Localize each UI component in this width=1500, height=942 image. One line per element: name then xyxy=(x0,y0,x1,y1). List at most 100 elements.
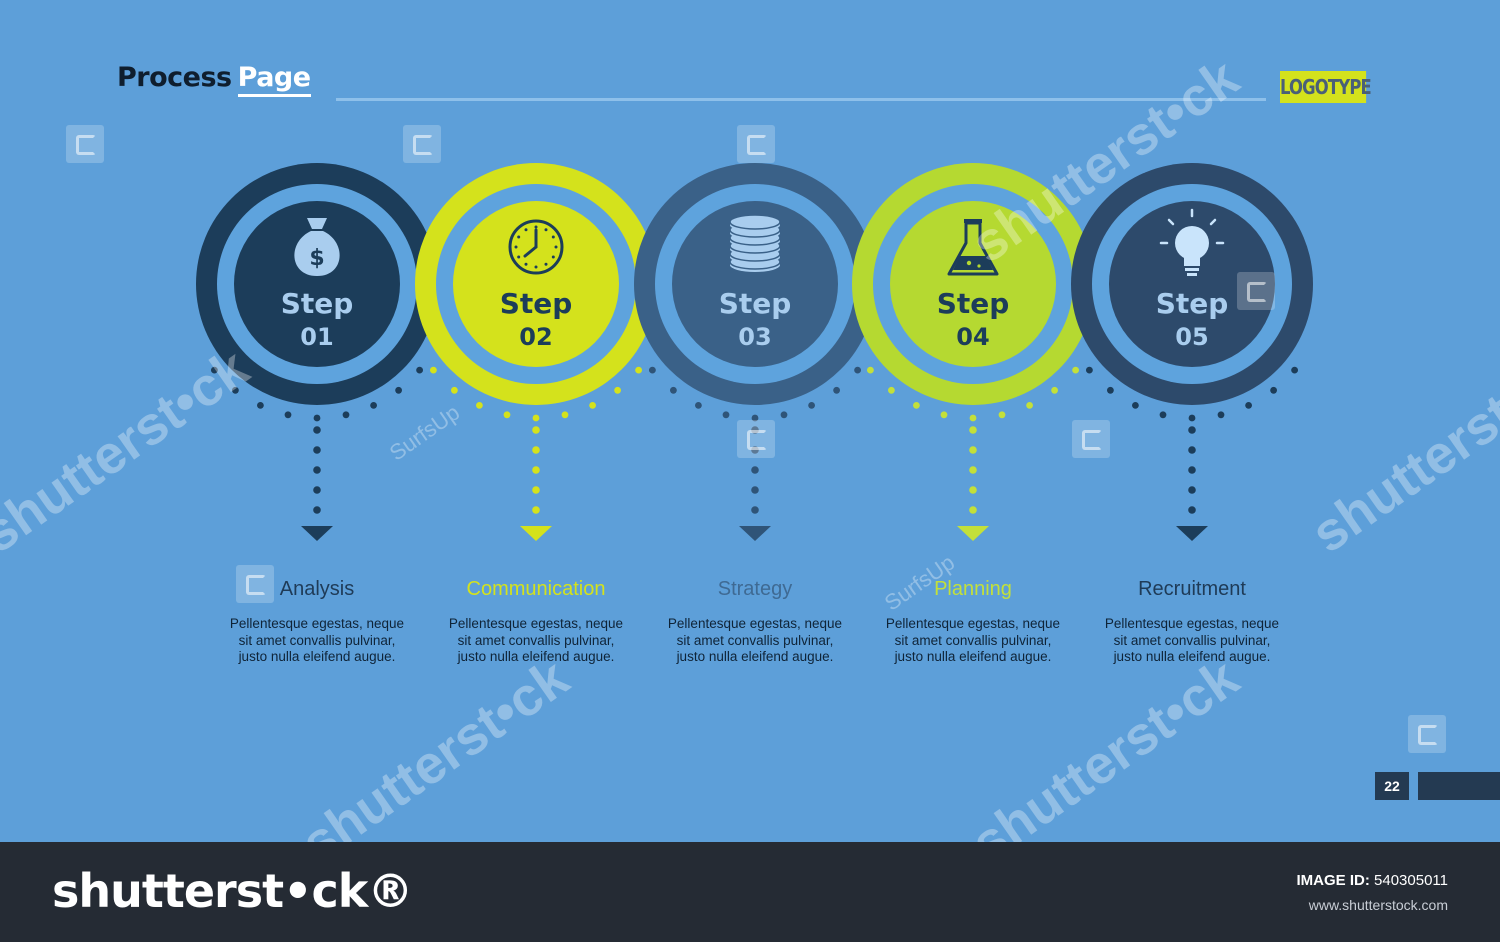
step-inner-disc xyxy=(1109,201,1275,367)
light-bulb-icon xyxy=(1159,208,1225,276)
step-number: 05 xyxy=(1175,323,1209,351)
page-footer-bar xyxy=(1418,772,1500,800)
connector-arrow xyxy=(520,526,552,541)
connector-arc-dot xyxy=(940,411,948,419)
connector-arc-dot xyxy=(1132,402,1139,409)
connector-arc-dot xyxy=(395,386,402,394)
connector-arrow xyxy=(957,526,989,541)
connector-arc-dot xyxy=(1086,366,1093,374)
connector-arc-dot xyxy=(969,414,977,422)
connector-arrow xyxy=(301,526,333,541)
connector-arc-dot xyxy=(780,411,788,419)
connector-arc-dot xyxy=(614,386,621,394)
connector-arc-dot xyxy=(451,386,458,394)
connector-arc-dot xyxy=(808,402,815,409)
step-inner-disc xyxy=(890,201,1056,367)
step-category: Planning xyxy=(934,578,1012,600)
connector-line-dot xyxy=(751,446,759,454)
connector-arc-dot xyxy=(913,402,920,409)
connector-arc-dot xyxy=(1270,386,1277,394)
step-label: Step xyxy=(718,287,792,320)
logotype: LOGOTYPE xyxy=(1280,71,1372,103)
connector-line-dot xyxy=(313,446,321,454)
step-inner-disc xyxy=(672,201,838,367)
connector-arc-dot xyxy=(635,366,642,374)
connector-line-dot xyxy=(969,426,977,434)
connector-arc-dot xyxy=(370,402,377,409)
connector-line-dot xyxy=(313,506,321,514)
connector-arc-dot xyxy=(416,366,423,374)
clock-icon xyxy=(508,219,564,275)
stock-footer: shutterst•ck® IMAGE ID: 540305011 www.sh… xyxy=(0,842,1500,942)
connector-arc-dot xyxy=(695,402,702,409)
connector-arc-dot xyxy=(232,386,239,394)
step-category: Strategy xyxy=(717,578,793,600)
step-label: Step xyxy=(499,287,573,320)
step-number: 04 xyxy=(956,323,990,351)
step-category: Communication xyxy=(466,578,606,600)
connector-arc-dot xyxy=(722,411,730,419)
step-label: Step xyxy=(1155,287,1229,320)
connector-arc-dot xyxy=(532,414,540,422)
connector-arc-dot xyxy=(284,411,292,419)
title-word-process: Process xyxy=(117,62,232,93)
connector-arrow xyxy=(739,526,771,541)
connector-arc-dot xyxy=(342,411,350,419)
step-number: 03 xyxy=(738,323,772,351)
connector-arc-dot xyxy=(1051,386,1058,394)
image-id-value: 540305011 xyxy=(1374,872,1448,889)
step-number: 02 xyxy=(519,323,553,351)
connector-arc-dot xyxy=(1107,386,1114,394)
connector-line-dot xyxy=(751,466,759,474)
connector-line-dot xyxy=(1188,506,1196,514)
connector-arc-dot xyxy=(1072,366,1079,374)
connector-arc-dot xyxy=(1217,411,1225,419)
step-label: Step xyxy=(280,287,354,320)
step-category: Recruitment xyxy=(1138,578,1246,600)
connector-arc-dot xyxy=(211,366,218,374)
connector-line-dot xyxy=(532,486,540,494)
connector-arc-dot xyxy=(867,366,874,374)
svg-text:$: $ xyxy=(309,246,324,271)
connector-line-dot xyxy=(313,486,321,494)
connector-line-dot xyxy=(969,486,977,494)
image-id-label: IMAGE ID: xyxy=(1296,872,1370,889)
page-number: 22 xyxy=(1375,772,1409,800)
step-description: Pellentesque egestas, neque sit amet con… xyxy=(885,616,1061,664)
footer-brand-logo: shutterst•ck® xyxy=(52,864,413,918)
connector-line-dot xyxy=(1188,466,1196,474)
connector-line-dot xyxy=(969,506,977,514)
connector-arc-dot xyxy=(670,386,677,394)
connector-line-dot xyxy=(532,466,540,474)
connector-line-dot xyxy=(751,426,759,434)
step-description: Pellentesque egestas, neque sit amet con… xyxy=(667,616,843,664)
footer-url[interactable]: www.shutterstock.com xyxy=(1308,897,1448,913)
connector-line-dot xyxy=(532,426,540,434)
connector-arc-dot xyxy=(1291,366,1298,374)
connector-arc-dot xyxy=(1026,402,1033,409)
connector-arc-dot xyxy=(649,366,656,374)
money-bag-icon: $ xyxy=(294,218,340,276)
connector-line-dot xyxy=(532,446,540,454)
connector-arc-dot xyxy=(751,414,759,422)
image-id: IMAGE ID: 540305011 xyxy=(1297,872,1448,889)
connector-arc-dot xyxy=(257,402,264,409)
step-inner-disc xyxy=(453,201,619,367)
title-word-page: Page xyxy=(237,62,311,97)
connector-arc-dot xyxy=(1245,402,1252,409)
connector-arc-dot xyxy=(1159,411,1167,419)
connector-arc-dot xyxy=(833,386,840,394)
step-number: 01 xyxy=(300,323,334,351)
connector-line-dot xyxy=(751,486,759,494)
connector-line-dot xyxy=(969,466,977,474)
connector-line-dot xyxy=(1188,446,1196,454)
connector-arc-dot xyxy=(561,411,569,419)
connector-arc-dot xyxy=(998,411,1006,419)
flask-icon xyxy=(947,219,999,276)
connector-line-dot xyxy=(313,466,321,474)
connector-arc-dot xyxy=(430,366,437,374)
connector-arc-dot xyxy=(589,402,596,409)
connector-line-dot xyxy=(969,446,977,454)
